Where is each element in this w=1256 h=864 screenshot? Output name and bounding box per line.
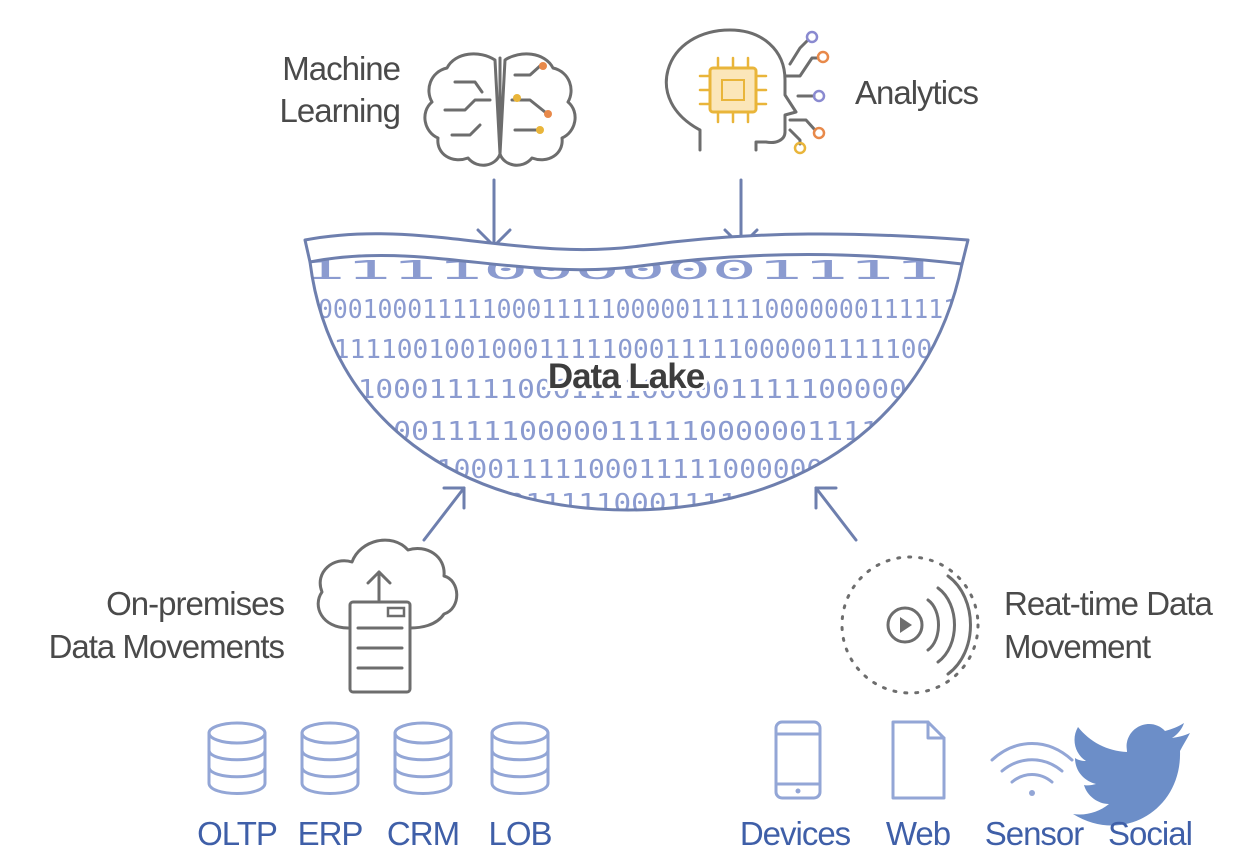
on-premises-line2: Data Movements [49,628,285,665]
source-label-oltp: OLTP [197,815,277,852]
wifi-sensor-icon [990,742,1074,796]
real-time-label: Reat-time Data Movement [1004,585,1215,665]
on-premises-label: On-premises Data Movements [49,585,286,665]
source-label-social: Social [1108,815,1192,852]
machine-learning-line2: Learning [280,92,400,129]
web-document-icon [891,720,946,800]
cloud-upload-server-icon [316,538,459,694]
machine-learning-line1: Machine [282,50,400,87]
source-label-lob: LOB [488,815,551,852]
source-label-sensor: Sensor [985,815,1085,852]
binary-row: 01000111110001111000001111100000011 [340,375,960,405]
data-lake: 11110000001111 0001000111110001111100000… [303,232,970,512]
source-label-web: Web [886,815,950,852]
data-lake-title: Data Lake [548,357,705,396]
arrow-ml-to-lake [476,178,512,248]
analytics-head-icon [664,28,830,155]
on-premises-line1: On-premises [106,585,284,622]
binary-row: 0111100100100011111000111110000011111000 [318,335,948,365]
source-label-crm: CRM [387,815,459,852]
source-label-erp: ERP [298,815,363,852]
binary-row: 0100011111000111110000001 [420,455,840,485]
machine-learning-label: Machine Learning [280,50,401,129]
mobile-device-icon [774,720,822,800]
analytics-label: Analytics [855,74,979,111]
source-label-devices: Devices [740,815,851,852]
binary-row: 0001000111110001111100000111110000000111… [318,295,958,325]
db-icon-lob [490,721,550,795]
db-icon-erp [300,721,360,795]
arrow-on-premises-to-lake [422,486,466,542]
brain-icon [423,52,577,167]
binary-row: 000111110000011111000000111111 [375,417,915,447]
streaming-broadcast-icon [840,555,980,695]
lake-surface [303,232,970,272]
arrow-real-time-to-lake [814,486,858,542]
binary-fill: 11110000001111 0001000111110001111100000… [310,256,960,510]
db-icon-oltp [207,721,267,795]
lake-bowl-outline [308,260,964,512]
real-time-line2: Movement [1004,628,1151,665]
db-icon-crm [393,721,453,795]
twitter-bird-icon [1073,723,1190,826]
real-time-line1: Reat-time Data [1004,585,1214,622]
